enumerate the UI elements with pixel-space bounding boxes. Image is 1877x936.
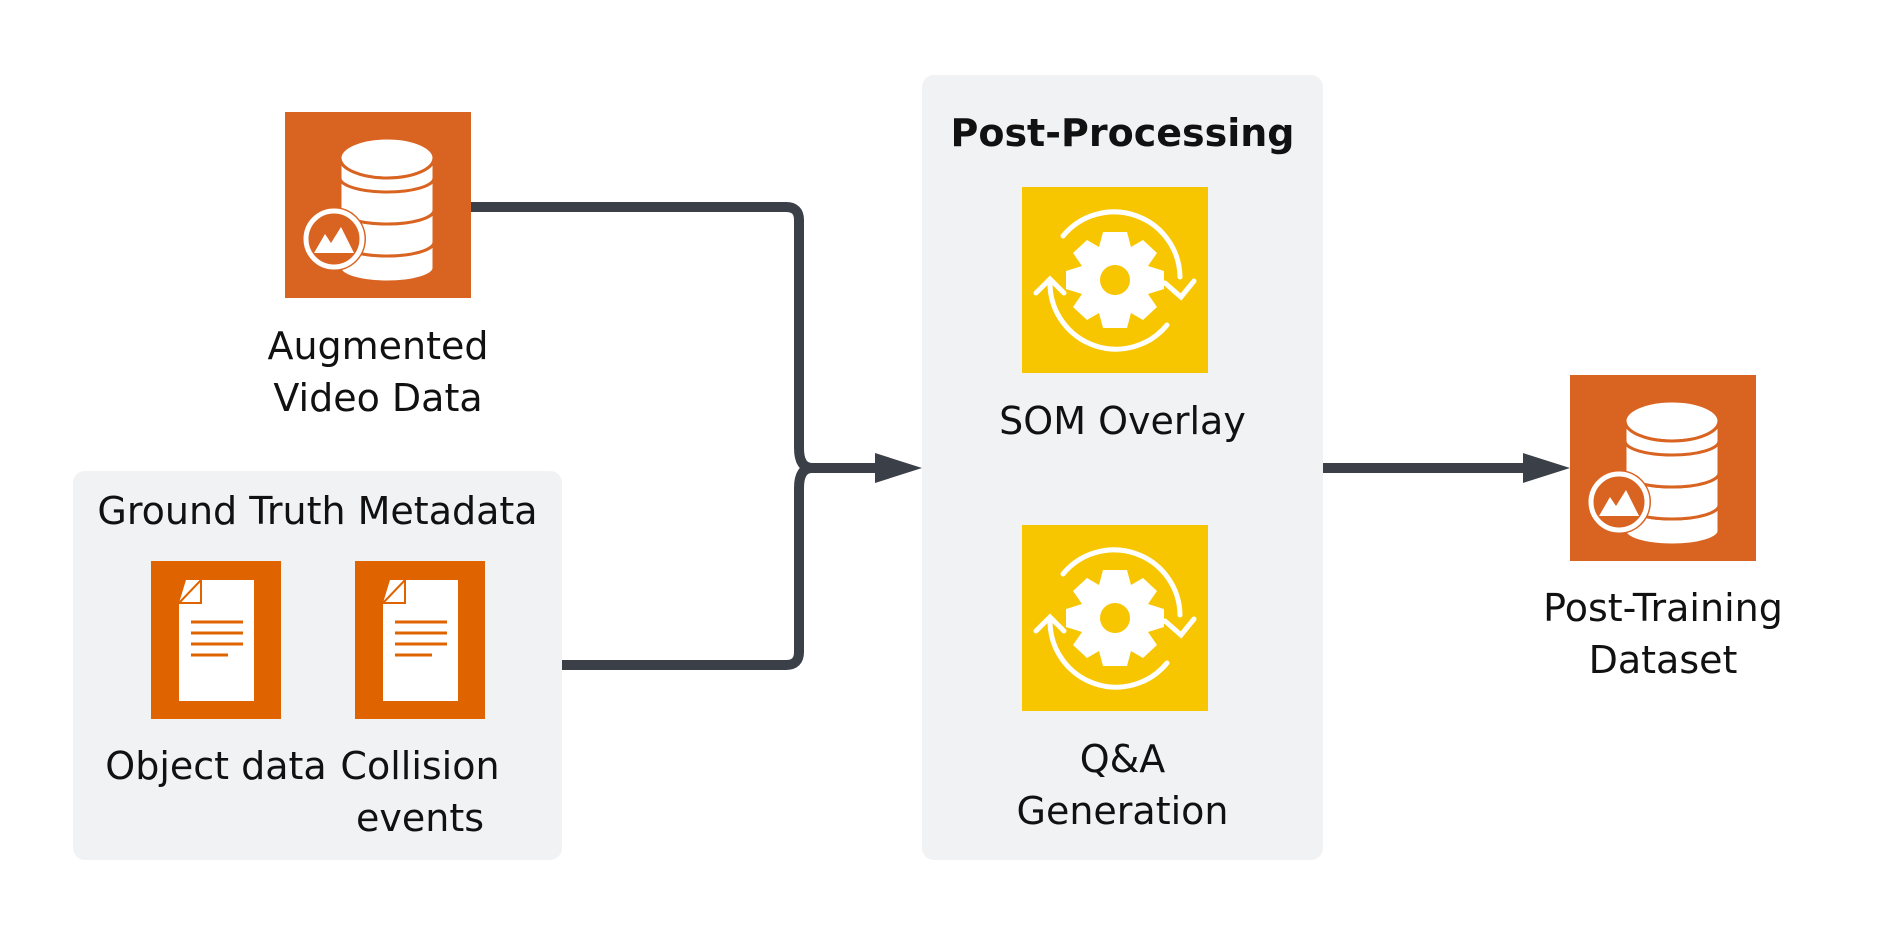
database-image-icon — [1570, 375, 1756, 561]
qa-generation-node — [1022, 525, 1208, 711]
database-image-icon — [285, 112, 471, 298]
augmented-video-data-label: Augmented Video Data — [228, 320, 528, 424]
collision-events-label: Collision events — [320, 740, 520, 844]
arrowhead-to-posttraining — [1523, 453, 1570, 483]
object-data-label-line1: Object data — [105, 744, 327, 788]
som-overlay-node — [1022, 187, 1208, 373]
document-icon — [151, 561, 281, 719]
augmented-video-data-label-line2: Video Data — [273, 376, 483, 420]
ground-truth-metadata-title: Ground Truth Metadata — [97, 489, 538, 533]
collision-events-node — [355, 561, 485, 719]
post-training-dataset-label: Post-Training Dataset — [1513, 582, 1813, 686]
object-data-node — [151, 561, 281, 719]
gear-cycle-icon — [1022, 187, 1208, 373]
post-training-dataset-node — [1570, 375, 1756, 561]
qa-generation-label: Q&A Generation — [922, 733, 1323, 837]
qa-generation-label-line1: Q&A — [1079, 737, 1166, 781]
som-overlay-label-line1: SOM Overlay — [999, 399, 1246, 443]
edge-groundtruth-to-postprocessing — [562, 463, 813, 670]
post-processing-title: Post-Processing — [950, 111, 1295, 155]
document-icon — [355, 561, 485, 719]
gear-cycle-icon — [1022, 525, 1208, 711]
augmented-video-data-node — [285, 112, 471, 298]
qa-generation-label-line2: Generation — [1016, 789, 1229, 833]
som-overlay-label: SOM Overlay — [922, 395, 1323, 447]
collision-events-label-line1: Collision — [340, 744, 500, 788]
object-data-label: Object data — [96, 740, 336, 792]
post-training-dataset-label-line1: Post-Training — [1543, 586, 1783, 630]
post-training-dataset-label-line2: Dataset — [1588, 638, 1738, 682]
augmented-video-data-label-line1: Augmented — [267, 324, 489, 368]
collision-events-label-line2: events — [355, 796, 485, 840]
arrowhead-to-postprocessing — [875, 453, 922, 483]
